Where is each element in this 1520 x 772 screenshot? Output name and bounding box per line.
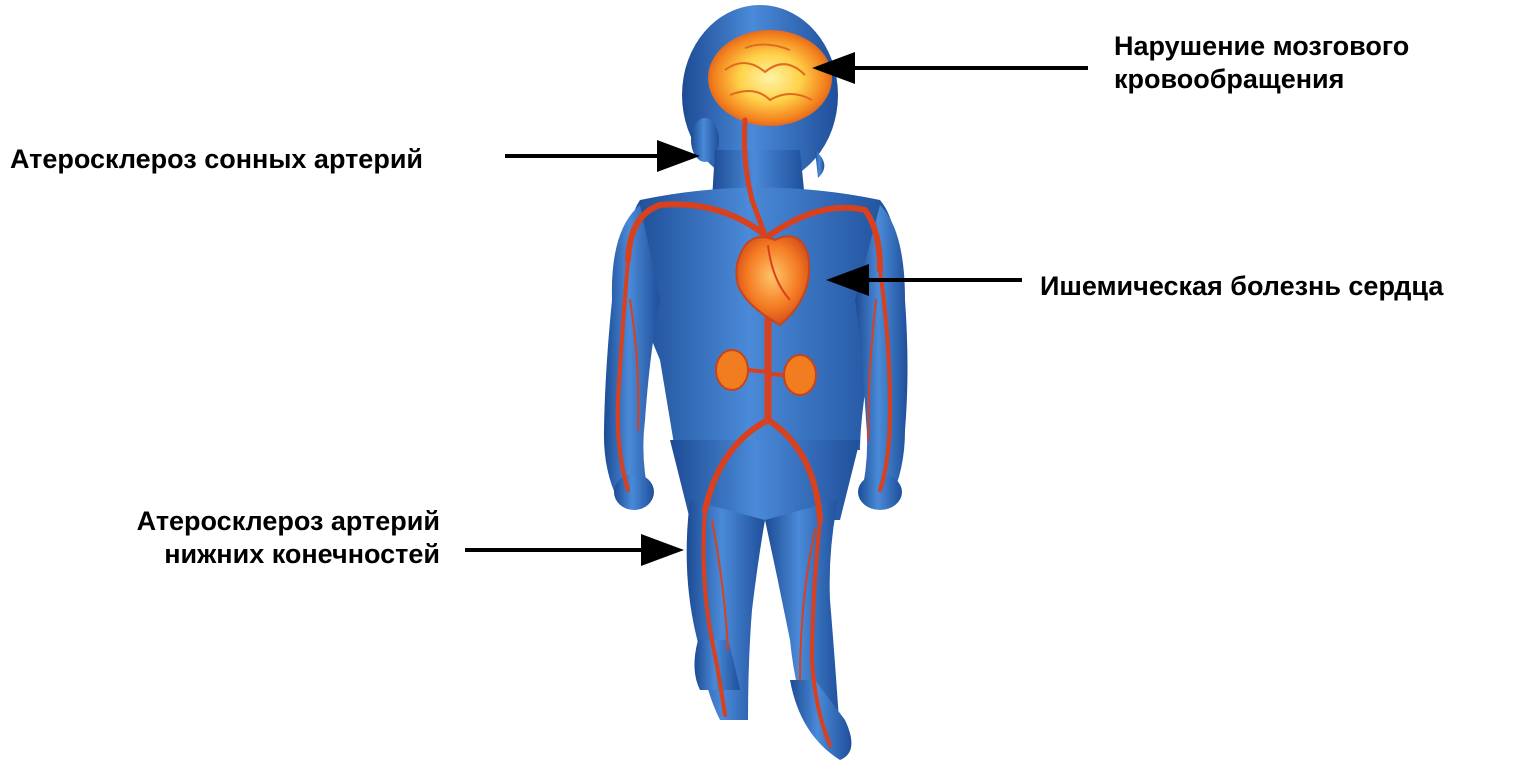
label-brain-circulation-disorder: Нарушение мозгового кровообращения — [1114, 30, 1409, 96]
label-heart-line1: Ишемическая болезнь сердца — [1040, 270, 1443, 303]
label-lower-limb-atherosclerosis: Атеросклероз артерий нижних конечностей — [80, 505, 440, 571]
label-carotid-atherosclerosis: Атеросклероз сонных артерий — [10, 143, 423, 176]
arrow-brain — [812, 52, 1088, 84]
arrow-legs — [465, 534, 684, 566]
label-legs-line2: нижних конечностей — [80, 538, 440, 571]
label-brain-line1: Нарушение мозгового — [1114, 30, 1409, 63]
label-legs-line1: Атеросклероз артерий — [80, 505, 440, 538]
brain-organ — [708, 30, 832, 126]
label-brain-line2: кровообращения — [1114, 63, 1409, 96]
arrow-carotid — [505, 140, 700, 172]
label-ischemic-heart-disease: Ишемическая болезнь сердца — [1040, 270, 1443, 303]
label-carotid-line1: Атеросклероз сонных артерий — [10, 143, 423, 176]
